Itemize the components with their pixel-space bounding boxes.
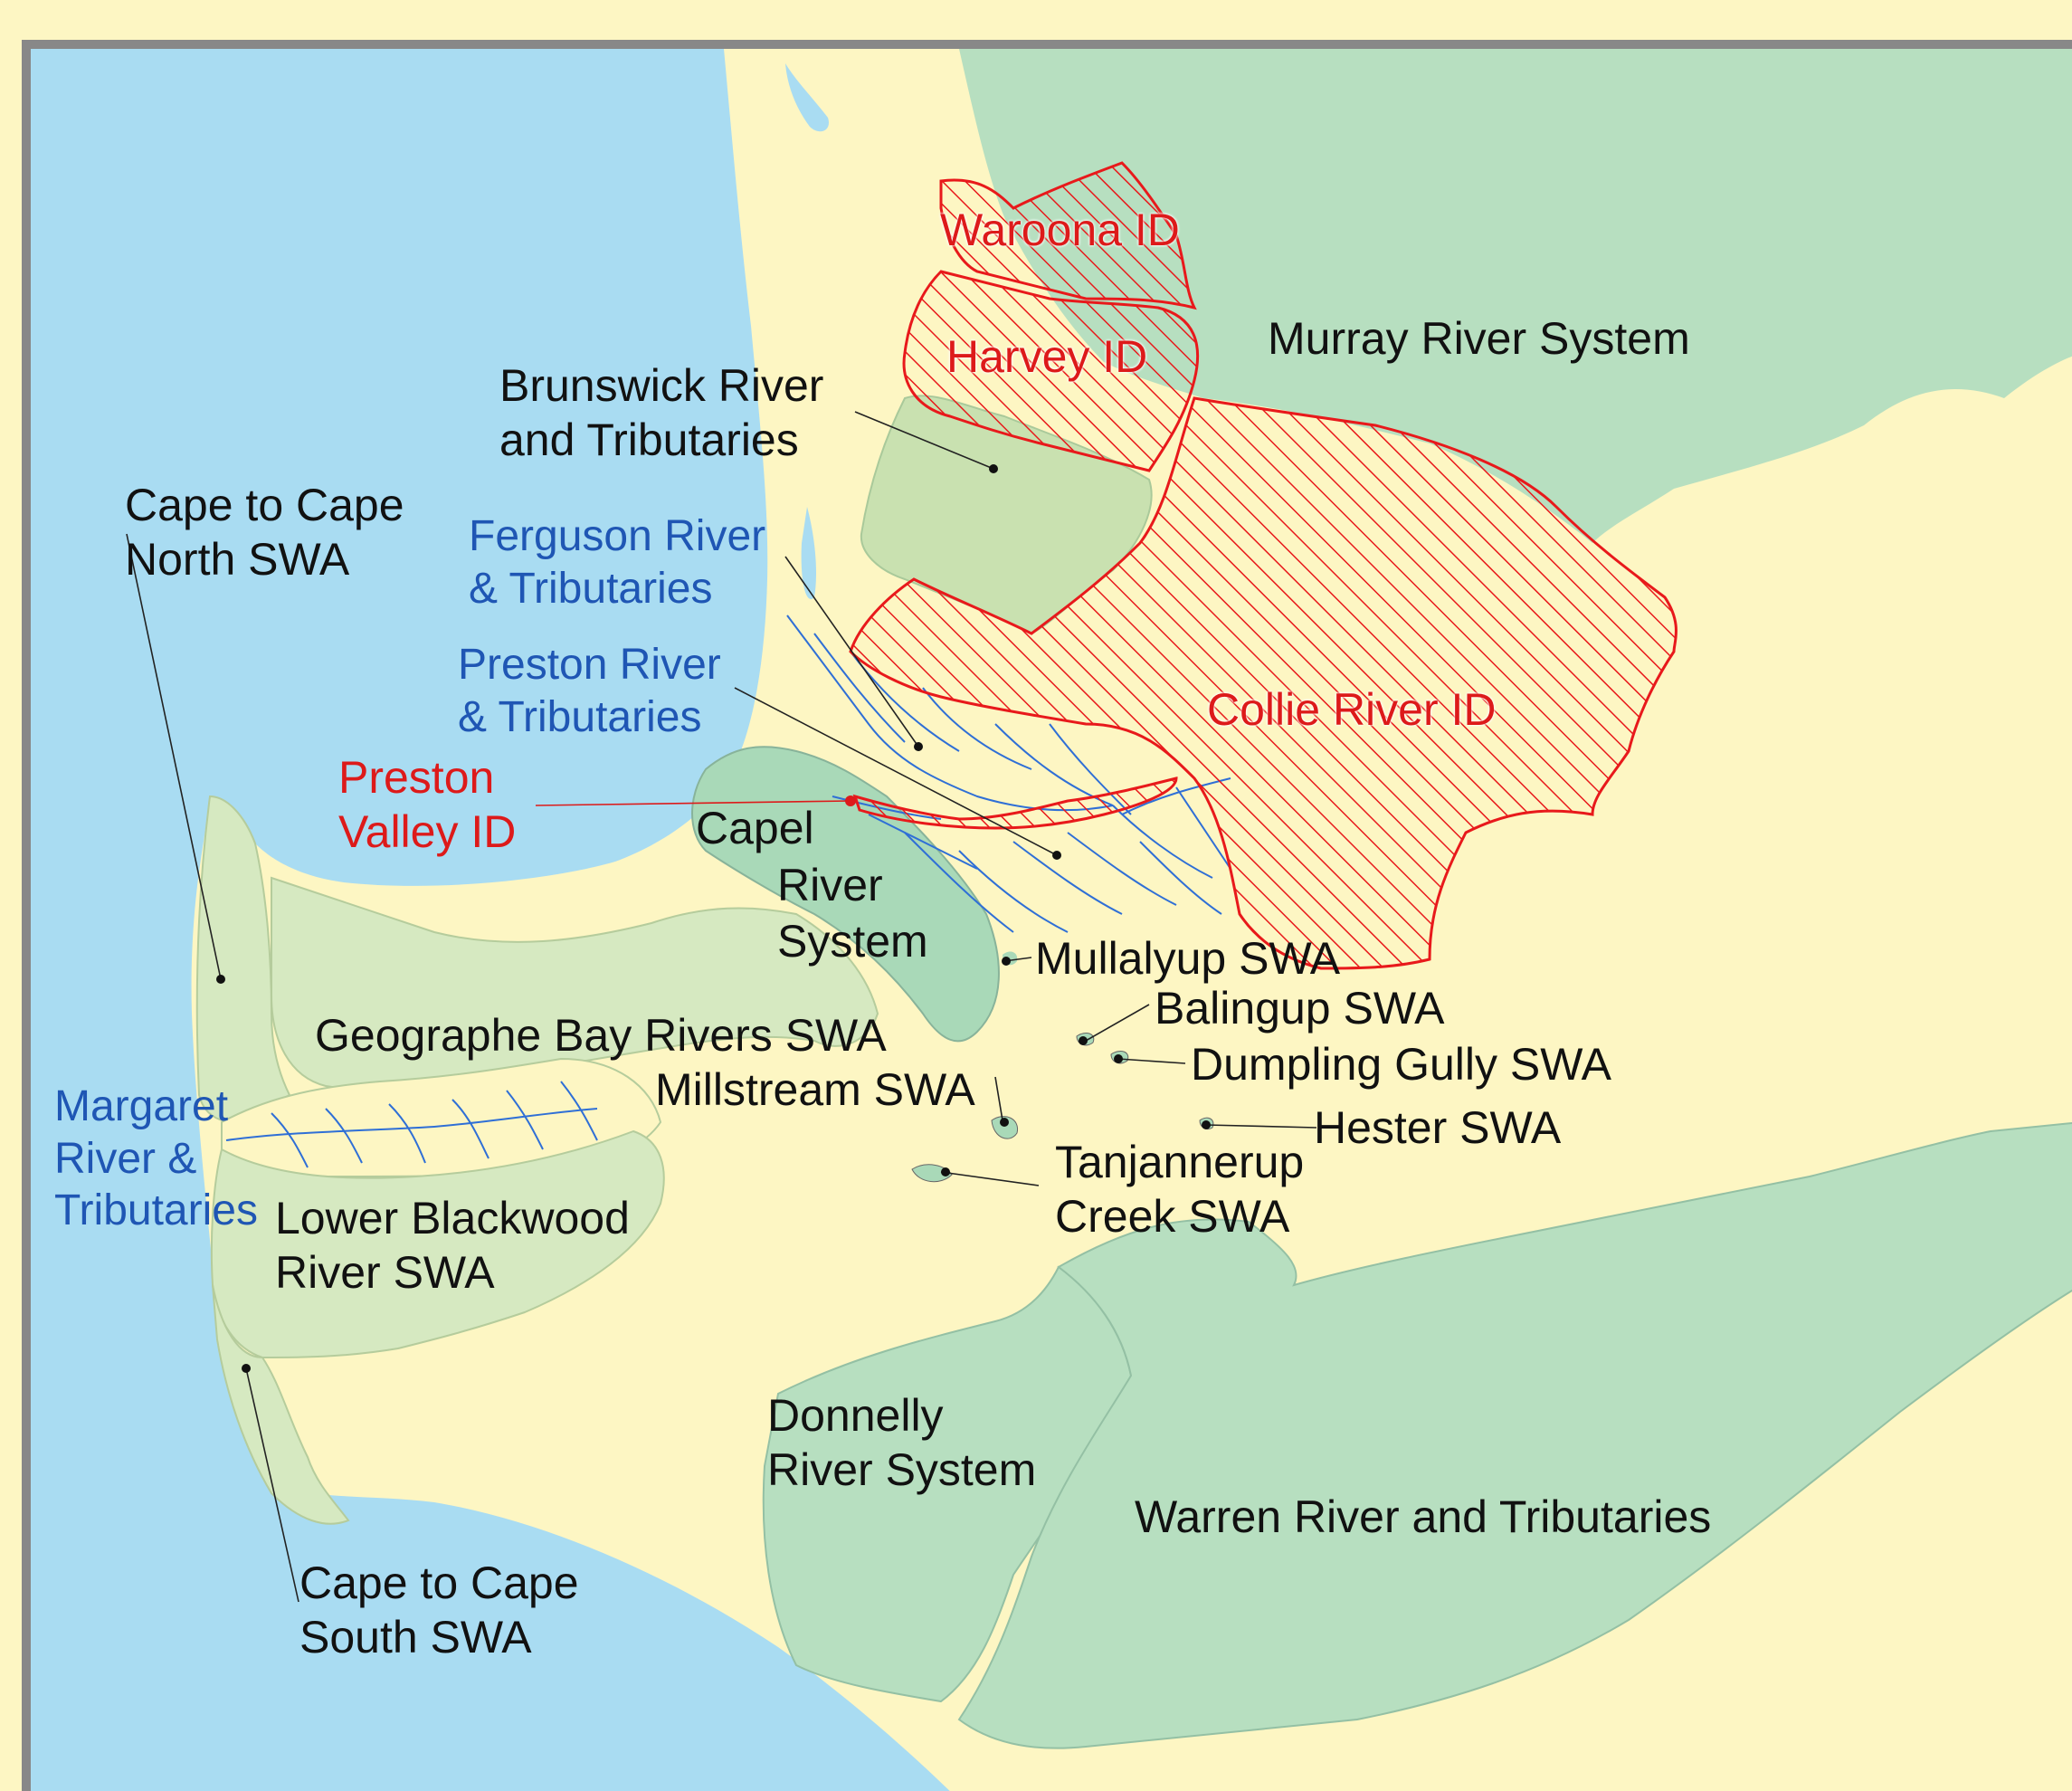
preston-valley-id-label: Preston Valley ID xyxy=(338,750,516,859)
capel-river-system-area[interactable] xyxy=(691,746,1000,1043)
tanjannerup-creek-swa-area[interactable] xyxy=(911,1164,953,1183)
lagoon-south xyxy=(801,507,817,599)
murray-river-system-area[interactable] xyxy=(959,49,2072,543)
collie-river-id-area[interactable] xyxy=(849,396,1678,970)
harvey-id-area[interactable] xyxy=(902,270,1200,472)
geographe-bay-rivers-label: Geographe Bay Rivers SWA xyxy=(315,1010,887,1061)
balingup-swa-label: Balingup SWA xyxy=(1155,983,1445,1034)
preston-river-label: Preston River & Tributaries xyxy=(458,639,721,743)
cape-to-cape-south-label: Cape to Cape South SWA xyxy=(299,1556,579,1664)
lower-blackwood-label: Lower Blackwood River SWA xyxy=(275,1191,630,1300)
tanjannerup-creek-label: Tanjannerup Creek SWA xyxy=(1055,1135,1304,1243)
point-markers xyxy=(216,464,1211,1373)
cape-to-cape-north-area[interactable] xyxy=(195,795,291,1124)
preston-valley-id-label-line1: Preston xyxy=(338,752,495,803)
cape-to-cape-north-label-line1: Cape to Cape xyxy=(125,480,404,530)
ocean xyxy=(31,49,950,1791)
preston-river-label-line2: & Tributaries xyxy=(458,692,702,741)
cape-to-cape-south-label-line2: South SWA xyxy=(299,1612,532,1662)
millstream-swa-area[interactable] xyxy=(991,1116,1019,1139)
map-canvas[interactable] xyxy=(31,49,2072,1791)
cape-to-cape-south-area[interactable] xyxy=(212,1284,350,1525)
collie-river-id-label: Collie River ID xyxy=(1207,684,1497,735)
preston-valley-leader xyxy=(535,800,851,806)
capel-label-line1: Capel xyxy=(696,803,814,853)
brunswick-river-label-line1: Brunswick River xyxy=(499,360,824,411)
lagoon-north xyxy=(785,63,829,132)
lower-blackwood-label-line2: River SWA xyxy=(275,1247,495,1298)
dumpling-gully-swa-label: Dumpling Gully SWA xyxy=(1191,1039,1611,1090)
preston-river-label-line1: Preston River xyxy=(458,641,721,689)
millstream-swa-label: Millstream SWA xyxy=(655,1064,975,1115)
stream-network xyxy=(786,614,1231,933)
cape-to-cape-north-label-line2: North SWA xyxy=(125,534,350,585)
brunswick-river-label-line2: and Tributaries xyxy=(499,414,799,465)
warren-river-label: Warren River and Tributaries xyxy=(1135,1491,1712,1542)
hester-swa-label: Hester SWA xyxy=(1314,1102,1562,1153)
map-frame: Waroona ID Harvey ID Murray River System… xyxy=(22,40,2072,1791)
waroona-id-area[interactable] xyxy=(939,161,1197,310)
margaret-river-label: Margaret River & Tributaries xyxy=(54,1081,258,1237)
capel-label-line3: System xyxy=(777,916,928,967)
murray-river-system-label: Murray River System xyxy=(1268,313,1690,364)
preston-valley-marker xyxy=(845,795,856,806)
warren-river-area[interactable] xyxy=(957,1121,2072,1749)
margaret-river-label-line1: Margaret xyxy=(54,1082,229,1130)
waroona-id-label: Waroona ID xyxy=(940,205,1180,255)
tanjannerup-label-line2: Creek SWA xyxy=(1055,1191,1290,1242)
capel-label-line2: River xyxy=(777,859,883,910)
harvey-id-label: Harvey ID xyxy=(946,331,1148,382)
margaret-river-label-line2: River & xyxy=(54,1134,197,1183)
donnelly-label-line2: River System xyxy=(767,1444,1037,1495)
margaret-streams xyxy=(225,1081,598,1168)
cape-to-cape-north-label: Cape to Cape North SWA xyxy=(125,478,404,586)
leader-lines xyxy=(126,411,1317,1603)
lower-blackwood-label-line1: Lower Blackwood xyxy=(275,1193,630,1243)
margaret-river-label-line3: Tributaries xyxy=(54,1186,258,1235)
brunswick-river-label: Brunswick River and Tributaries xyxy=(499,358,823,467)
preston-valley-id-label-line2: Valley ID xyxy=(338,806,517,857)
cape-to-cape-south-label-line1: Cape to Cape xyxy=(299,1558,579,1608)
donnelly-river-system-label: Donnelly River System xyxy=(767,1388,1036,1497)
preston-valley-id-area[interactable] xyxy=(852,776,1178,830)
ferguson-river-label-line2: & Tributaries xyxy=(469,564,713,613)
ferguson-river-label-line1: Ferguson River xyxy=(469,512,766,560)
capel-river-system-label: Capel River System xyxy=(696,800,928,970)
donnelly-label-line1: Donnelly xyxy=(767,1390,944,1441)
tanjannerup-label-line1: Tanjannerup xyxy=(1055,1137,1305,1187)
ferguson-river-label: Ferguson River & Tributaries xyxy=(469,510,765,614)
mullalyup-swa-label: Mullalyup SWA xyxy=(1035,933,1341,984)
